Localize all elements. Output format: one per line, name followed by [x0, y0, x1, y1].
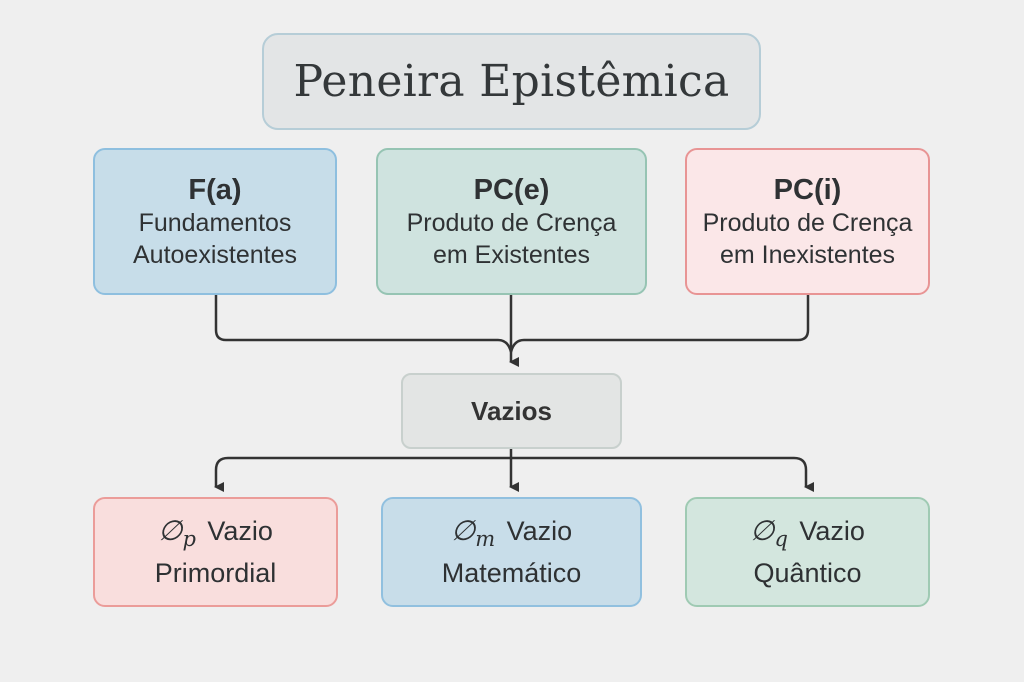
- node-fundamentos-autoexistentes: F(a) Fundamentos Autoexistentes: [93, 148, 337, 295]
- diagram-title: Peneira Epistêmica: [293, 56, 730, 107]
- node-line1: Produto de Crença: [702, 208, 913, 237]
- hub-label: Vazios: [471, 395, 552, 426]
- node-heading: PC(e): [473, 173, 550, 206]
- node-line2: em Inexistentes: [719, 240, 896, 269]
- node-vazio-matematico: ∅m Vazio Matemático: [381, 497, 642, 607]
- node-produto-crenca-existentes: PC(e) Produto de Crença em Existentes: [376, 148, 647, 295]
- void-word: Vazio: [799, 516, 865, 546]
- connector-to-vp: [214, 456, 511, 492]
- void-word: Vazio: [207, 516, 273, 546]
- void-name: Quântico: [753, 558, 862, 588]
- node-vazio-primordial: ∅p Vazio Primordial: [93, 497, 338, 607]
- empty-set-symbol: ∅q: [750, 514, 788, 551]
- empty-set-symbol: ∅p: [158, 514, 196, 551]
- connector-fa: [214, 295, 513, 353]
- node-heading: F(a): [188, 173, 242, 206]
- node-vazio-quantico: ∅q Vazio Quântico: [685, 497, 930, 607]
- node-line1: Produto de Crença: [406, 208, 617, 237]
- node-vazios: Vazios: [401, 373, 622, 449]
- void-name: Primordial: [154, 558, 277, 588]
- node-line2: Autoexistentes: [133, 240, 297, 269]
- node-line1: Fundamentos: [138, 208, 292, 237]
- node-heading: PC(i): [773, 173, 842, 206]
- node-produto-crenca-inexistentes: PC(i) Produto de Crença em Inexistentes: [685, 148, 930, 295]
- void-name: Matemático: [441, 558, 582, 588]
- node-line2: em Existentes: [432, 240, 590, 269]
- title-box: Peneira Epistêmica: [262, 33, 761, 130]
- void-word: Vazio: [506, 516, 573, 546]
- empty-set-symbol: ∅m: [450, 514, 496, 551]
- connector-to-vq: [511, 456, 814, 492]
- connector-pci: [509, 295, 810, 353]
